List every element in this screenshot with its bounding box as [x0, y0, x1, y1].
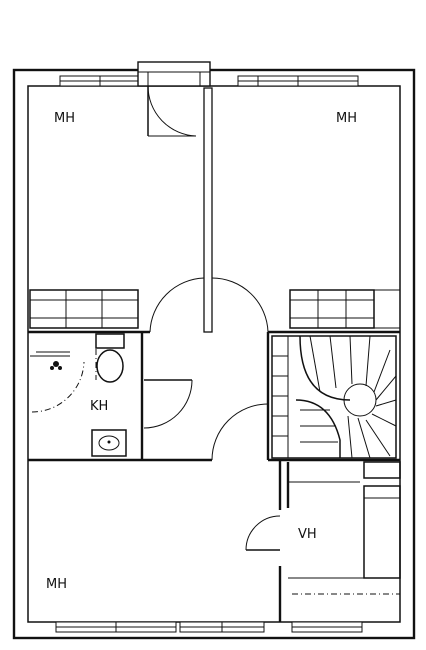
door-swing-bedroom-2-hall	[211, 277, 269, 333]
room-label-closet: VH	[298, 527, 317, 542]
exterior-walls	[12, 68, 416, 640]
partition-wall-bedrooms	[203, 87, 213, 333]
toilet	[95, 333, 125, 383]
window-bottom-left	[55, 621, 177, 633]
door-swing-closet	[245, 515, 281, 551]
window-bottom-center	[179, 621, 265, 633]
closet-walls	[286, 461, 401, 595]
window-top-right	[237, 75, 359, 87]
wardrobe-left	[29, 289, 139, 329]
room-label-bedroom-3: MH	[46, 577, 67, 592]
door-swing-hall	[211, 403, 269, 461]
bathroom-walls	[28, 332, 212, 462]
door-swing-bathroom	[143, 379, 193, 429]
wardrobe-right	[289, 289, 401, 329]
door-swing-bedroom-1-hall	[149, 277, 205, 333]
room-label-bathroom: KH	[90, 399, 108, 414]
room-label-bedroom-1: MH	[54, 111, 75, 126]
room-label-bedroom-2: MH	[336, 111, 357, 126]
hall-walls	[266, 332, 400, 462]
window-top-left	[59, 75, 141, 87]
balcony-door-top	[137, 61, 211, 87]
sink	[91, 429, 127, 457]
shower	[30, 351, 85, 413]
door-swing-bedroom-1	[147, 85, 197, 137]
staircase	[271, 335, 397, 459]
window-bottom-right	[291, 621, 363, 633]
